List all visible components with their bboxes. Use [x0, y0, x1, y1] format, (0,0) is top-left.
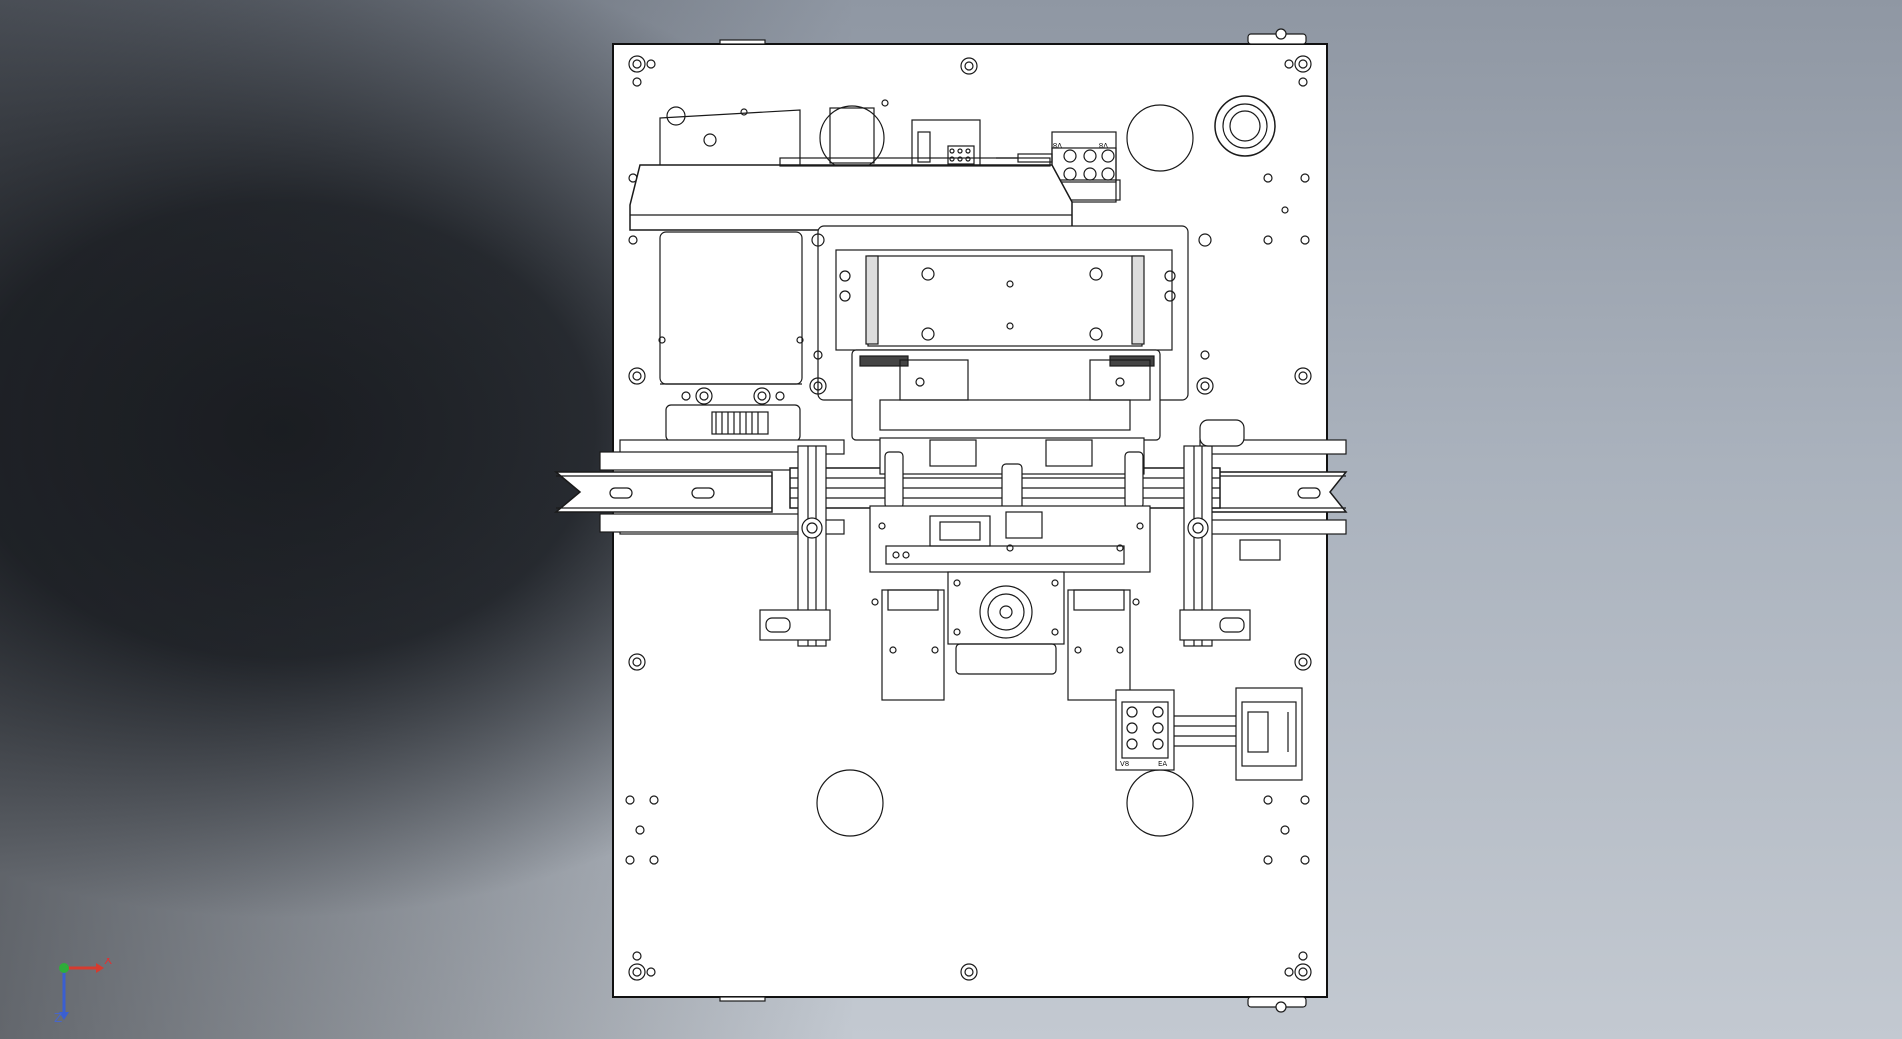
left-motor-box	[658, 231, 804, 442]
manifold-label-ea: EA	[1158, 760, 1167, 768]
manifold-label-v8: V8	[1120, 760, 1129, 768]
bottom-valve-manifold: V8 EA	[1115, 687, 1303, 781]
rotary-unit	[759, 571, 1251, 701]
large-bores	[816, 95, 1276, 837]
manifold-label-left: V8	[1053, 141, 1062, 149]
mounting-holes	[625, 55, 1312, 981]
x-axis-label: X	[104, 958, 112, 967]
motor-assembly	[659, 99, 981, 174]
cover-plate	[629, 157, 1073, 231]
manifold-label-right: V8	[1099, 141, 1108, 149]
y-axis-dot	[59, 963, 69, 973]
gantry-frame	[809, 225, 1214, 441]
z-axis-label: Z	[54, 1011, 62, 1024]
coordinate-triad: X Z	[54, 958, 112, 1024]
carriage	[869, 437, 1151, 573]
